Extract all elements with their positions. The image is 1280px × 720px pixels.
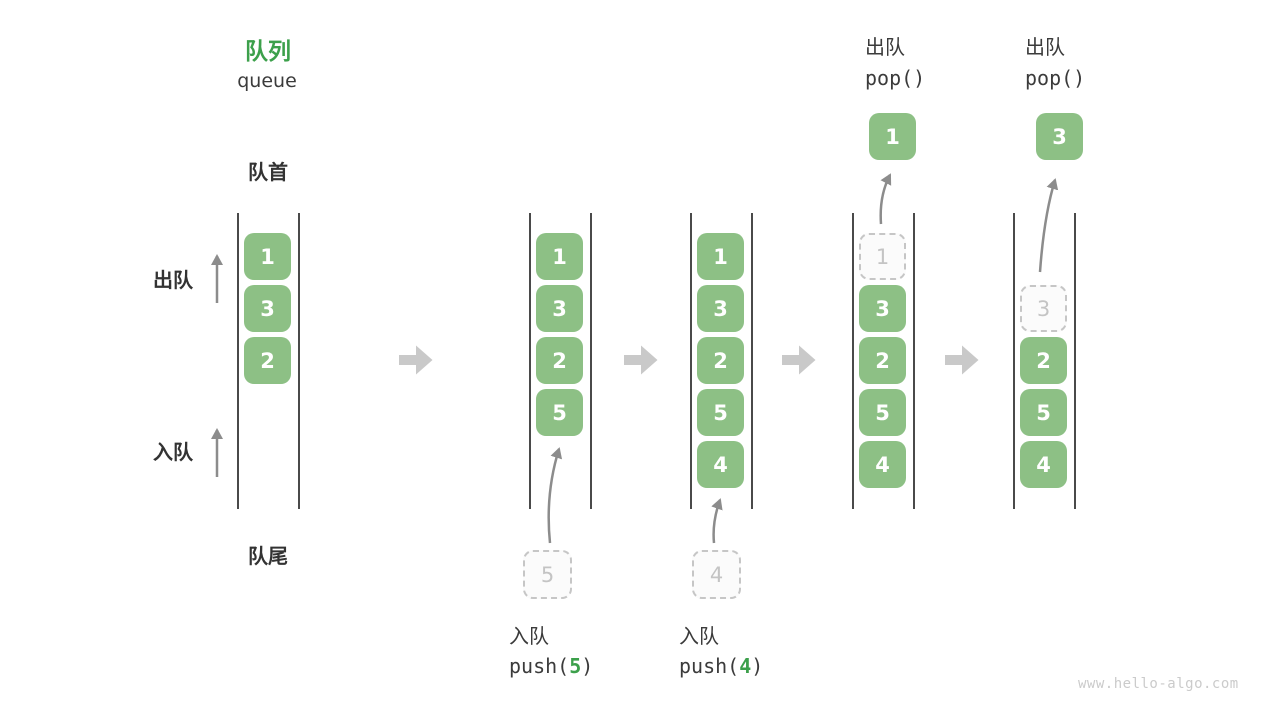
enqueue-side-label: 入队 <box>153 440 193 464</box>
queue-wall-right <box>751 213 753 509</box>
enqueue-op-label: 入队 <box>679 624 719 648</box>
queue-item-box: 5 <box>536 389 583 436</box>
queue-wall-left <box>852 213 854 509</box>
queue-wall-left <box>690 213 692 509</box>
page-title: 队列 <box>245 39 291 65</box>
push-5-arrow-icon <box>547 447 563 544</box>
enqueue-op-code: push(4) <box>679 654 764 678</box>
queue-item-box: 2 <box>244 337 291 384</box>
enqueue-arg-value: 5 <box>569 654 582 678</box>
queue-item-box-dashed: 1 <box>859 233 906 280</box>
queue-wall-right <box>1074 213 1076 509</box>
pop-1-arrow-icon <box>879 173 892 225</box>
page-subtitle: queue <box>237 70 297 92</box>
queue-item-box: 4 <box>1020 441 1067 488</box>
queue-item-box-dashed: 3 <box>1020 285 1067 332</box>
state-transition-arrow-icon <box>399 345 433 375</box>
queue-item-box: 3 <box>859 285 906 332</box>
queue-item-box: 1 <box>697 233 744 280</box>
enqueue-op-code: push(5) <box>509 654 594 678</box>
pending-item-box: 4 <box>692 550 741 599</box>
enqueue-op-label: 入队 <box>509 624 549 648</box>
queue-item-box: 5 <box>859 389 906 436</box>
state-transition-arrow-icon <box>782 345 816 375</box>
queue-item-box: 3 <box>244 285 291 332</box>
queue-front-label: 队首 <box>248 160 288 184</box>
queue-wall-left <box>237 213 239 509</box>
queue-item-box: 2 <box>536 337 583 384</box>
queue-item-box: 4 <box>859 441 906 488</box>
queue-rear-label: 队尾 <box>248 544 288 568</box>
queue-item-box: 2 <box>1020 337 1067 384</box>
queue-item-box: 2 <box>859 337 906 384</box>
queue-wall-right <box>298 213 300 509</box>
queue-wall-right <box>913 213 915 509</box>
popped-item-box: 1 <box>869 113 916 160</box>
queue-wall-right <box>590 213 592 509</box>
dequeue-side-label: 出队 <box>153 268 193 292</box>
queue-item-box: 4 <box>697 441 744 488</box>
queue-item-box: 3 <box>536 285 583 332</box>
queue-wall-left <box>1013 213 1015 509</box>
push-4-arrow-icon <box>711 498 723 544</box>
queue-item-box: 3 <box>697 285 744 332</box>
watermark: www.hello-algo.com <box>1078 676 1239 692</box>
queue-item-box: 5 <box>697 389 744 436</box>
dequeue-op-code: pop() <box>1025 66 1086 90</box>
queue-wall-left <box>529 213 531 509</box>
popped-item-box: 3 <box>1036 113 1083 160</box>
queue-item-box: 5 <box>1020 389 1067 436</box>
queue-item-box: 1 <box>536 233 583 280</box>
state-transition-arrow-icon <box>945 345 979 375</box>
queue-item-box: 2 <box>697 337 744 384</box>
pop-3-arrow-icon <box>1038 178 1059 273</box>
queue-item-box: 1 <box>244 233 291 280</box>
dequeue-op-label: 出队 <box>865 35 905 59</box>
state-transition-arrow-icon <box>624 345 658 375</box>
dequeue-op-code: pop() <box>865 66 926 90</box>
enqueue-arg-value: 4 <box>739 654 752 678</box>
pending-item-box: 5 <box>523 550 572 599</box>
dequeue-op-label: 出队 <box>1025 35 1065 59</box>
